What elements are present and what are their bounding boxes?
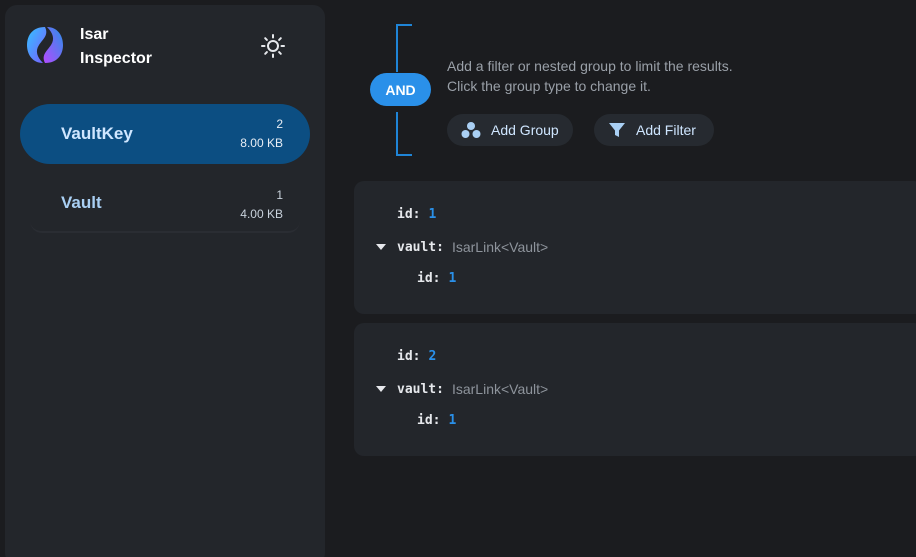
property-key: vault: xyxy=(397,239,444,255)
collection-size: 4.00 KB xyxy=(240,207,283,221)
add-group-label: Add Group xyxy=(491,122,559,138)
sidebar: Isar Inspector VaultKey 2 8.00 KB Vault … xyxy=(5,5,325,557)
add-filter-label: Add Filter xyxy=(636,122,696,138)
property-value: 1 xyxy=(448,413,457,428)
property-value: 1 xyxy=(428,207,437,222)
isar-logo-icon xyxy=(25,25,65,65)
collection-name: VaultKey xyxy=(61,124,133,143)
collection-item-vault[interactable]: Vault 1 4.00 KB xyxy=(30,175,300,233)
property-type: IsarLink<Vault> xyxy=(451,381,549,397)
group-bracket-top xyxy=(396,24,412,72)
property-value: 1 xyxy=(448,271,457,286)
nested-id-row: id: 1 xyxy=(417,271,456,286)
property-key: id: xyxy=(417,413,441,428)
object-card: id: 1 vault: IsarLink<Vault> id: 1 xyxy=(354,181,916,314)
filter-hint-line1: Add a filter or nested group to limit th… xyxy=(447,58,733,74)
theme-toggle-button[interactable] xyxy=(258,31,288,61)
collection-name: Vault xyxy=(61,193,102,212)
brand: Isar Inspector xyxy=(25,25,170,71)
caret-down-icon[interactable] xyxy=(376,386,386,392)
add-filter-button[interactable]: Add Filter xyxy=(594,114,714,146)
property-key: id: xyxy=(417,271,441,286)
object-id-row: id: 2 xyxy=(397,349,436,364)
collection-item-vaultkey[interactable]: VaultKey 2 8.00 KB xyxy=(20,104,310,164)
app-title-line2: Inspector xyxy=(80,50,153,67)
object-id-row: id: 1 xyxy=(397,207,436,222)
filter-hint: Add a filter or nested group to limit th… xyxy=(447,56,777,96)
nested-id-row: id: 1 xyxy=(417,413,456,428)
sun-icon xyxy=(261,34,285,58)
property-key: id: xyxy=(397,349,421,364)
property-key: id: xyxy=(397,207,421,222)
app-title: Isar Inspector xyxy=(80,23,170,71)
dots-group-icon xyxy=(461,121,481,139)
filter-hint-line2: Click the group type to change it. xyxy=(447,78,651,94)
group-type-toggle[interactable]: AND xyxy=(370,73,431,106)
funnel-icon xyxy=(608,121,626,139)
property-key: vault: xyxy=(397,381,444,397)
collection-count: 1 xyxy=(276,188,283,202)
object-link-row[interactable]: vault: IsarLink<Vault> xyxy=(397,239,548,255)
group-bracket-bottom xyxy=(396,112,412,156)
caret-down-icon[interactable] xyxy=(376,244,386,250)
object-card: id: 2 vault: IsarLink<Vault> id: 1 xyxy=(354,323,916,456)
collection-size: 8.00 KB xyxy=(240,136,283,150)
app-title-line1: Isar xyxy=(80,26,109,43)
property-type: IsarLink<Vault> xyxy=(451,239,549,255)
add-group-button[interactable]: Add Group xyxy=(447,114,573,146)
object-link-row[interactable]: vault: IsarLink<Vault> xyxy=(397,381,548,397)
property-value: 2 xyxy=(428,349,437,364)
collection-count: 2 xyxy=(276,117,283,131)
